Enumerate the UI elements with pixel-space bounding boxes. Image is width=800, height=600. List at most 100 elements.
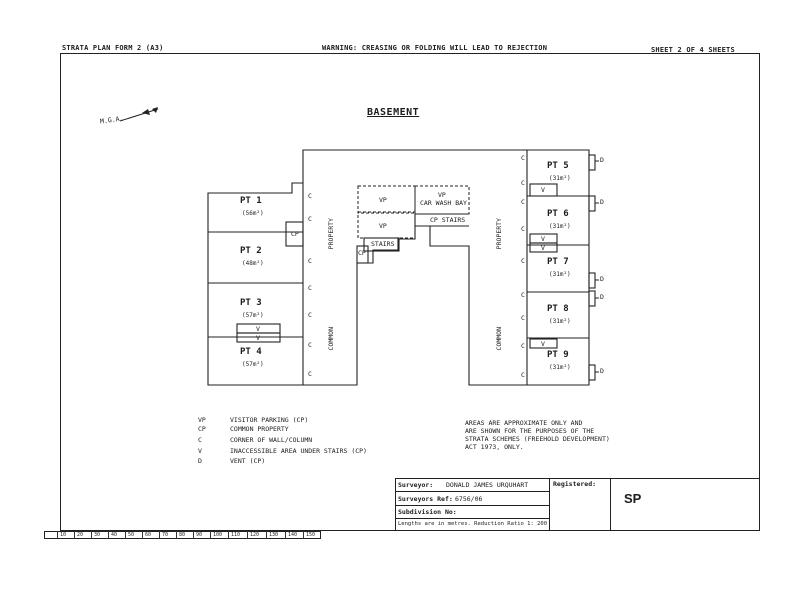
scale-ruler — [44, 531, 321, 539]
property-label-left: PROPERTY — [327, 218, 335, 250]
car-wash-bay-label: CAR WASH BAY — [420, 199, 467, 207]
ruler-tick: 60 — [142, 531, 151, 539]
legend-desc: COMMON PROPERTY — [230, 425, 289, 433]
ruler-tick: 130 — [266, 531, 278, 539]
v-label-pt3: V — [256, 325, 260, 333]
legend-key: V — [198, 447, 202, 455]
v-label-pt4: V — [256, 334, 260, 342]
ruler-tick: 100 — [210, 531, 222, 539]
lot-label-pt3: PT 3 — [240, 298, 262, 308]
vent-label-5: D — [600, 367, 604, 375]
sheet-label: SHEET 2 OF 4 SHEETS — [651, 46, 735, 54]
vent-label-4: D — [600, 293, 604, 301]
column-mark: C — [521, 198, 525, 206]
title-block-row — [395, 518, 550, 519]
ruler-tick: 140 — [285, 531, 297, 539]
lot-label-pt5: PT 5 — [547, 161, 569, 171]
ruler-tick: 40 — [108, 531, 117, 539]
common-label-left: COMMON — [327, 327, 335, 351]
vp-label-1: VP — [379, 196, 387, 204]
ruler-tick: 90 — [193, 531, 202, 539]
legend-desc: VISITOR PARKING (CP) — [230, 416, 309, 424]
ruler-tick: 120 — [247, 531, 259, 539]
v-label-pt6a: V — [541, 235, 545, 243]
v-label-pt6b: V — [541, 244, 545, 252]
ruler-tick: 110 — [228, 531, 240, 539]
column-mark: C — [521, 257, 525, 265]
column-mark: C — [308, 370, 312, 378]
column-mark: C — [308, 311, 312, 319]
lot-label-pt9: PT 9 — [547, 350, 569, 360]
lot-label-pt4: PT 4 — [240, 347, 262, 357]
column-mark: C — [308, 341, 312, 349]
vent-label-2: D — [600, 198, 604, 206]
stairs-label: STAIRS — [371, 240, 395, 248]
v-label-pt9: V — [541, 340, 545, 348]
vent-label-3: D — [600, 275, 604, 283]
vent-label-1: D — [600, 156, 604, 164]
legend-key: D — [198, 457, 202, 465]
legend-desc: VENT (CP) — [230, 457, 266, 465]
title-block-row — [395, 505, 550, 506]
lot-label-pt6: PT 6 — [547, 209, 569, 219]
property-label-right: PROPERTY — [495, 218, 503, 250]
common-label-right: COMMON — [495, 327, 503, 351]
title-block-row — [395, 491, 550, 492]
lot-area-pt9: (31m²) — [549, 364, 571, 371]
lot-area-pt5: (31m²) — [549, 175, 571, 182]
column-mark: C — [308, 257, 312, 265]
title-block-divider — [549, 478, 550, 531]
title-block-divider — [610, 478, 611, 531]
warning-text: WARNING: CREASING OR FOLDING WILL LEAD T… — [322, 44, 548, 52]
subdivision-label: Subdivision No: — [398, 508, 457, 516]
column-mark: C — [521, 179, 525, 187]
legend-desc: CORNER OF WALL/COLUMN — [230, 436, 313, 444]
v-label-pt5: V — [541, 186, 545, 194]
surveyor-label: Surveyor: — [398, 481, 434, 489]
legend-desc: INACCESSIBLE AREA UNDER STAIRS (CP) — [230, 447, 367, 455]
cp-label-stairs: CP — [358, 249, 366, 257]
legend-key: CP — [198, 425, 206, 433]
lot-area-pt7: (31m²) — [549, 271, 571, 278]
column-mark: C — [521, 371, 525, 379]
column-mark: C — [521, 291, 525, 299]
column-mark: C — [308, 215, 312, 223]
lot-label-pt1: PT 1 — [240, 196, 262, 206]
column-mark: C — [308, 284, 312, 292]
lot-area-pt6: (31m²) — [549, 223, 571, 230]
registered-label: Registered: — [553, 480, 597, 488]
column-mark: C — [521, 314, 525, 322]
ruler-tick: 80 — [176, 531, 185, 539]
ruler-tick: 20 — [74, 531, 83, 539]
lot-label-pt2: PT 2 — [240, 246, 262, 256]
lot-label-pt7: PT 7 — [547, 257, 569, 267]
ref-value: 6756/06 — [455, 495, 483, 503]
form-label: STRATA PLAN FORM 2 (A3) — [62, 44, 164, 52]
plan-title: BASEMENT — [367, 107, 420, 118]
vp-label-2: VP — [379, 222, 387, 230]
ruler-tick: 10 — [57, 531, 66, 539]
cp-label-left: CP — [291, 230, 299, 238]
column-mark: C — [521, 225, 525, 233]
ruler-tick: 30 — [91, 531, 100, 539]
cp-stairs-label: CP STAIRS — [430, 216, 466, 224]
sp-label: SP — [624, 491, 642, 506]
surveyor-value: DONALD JAMES URQUHART — [446, 481, 529, 489]
lot-area-pt3: (57m²) — [242, 312, 264, 319]
column-mark: C — [521, 342, 525, 350]
lot-label-pt8: PT 8 — [547, 304, 569, 314]
area-note-line4: ACT 1973, ONLY. — [465, 443, 524, 451]
title-block — [395, 478, 760, 531]
north-arrow-icon — [119, 107, 159, 122]
ref-label: Surveyors Ref: — [398, 495, 453, 503]
lengths-note: Lengths are in metres. Reduction Ratio 1… — [398, 521, 548, 527]
area-note-line1: AREAS ARE APPROXIMATE ONLY AND — [465, 419, 583, 427]
legend-key: VP — [198, 416, 206, 424]
lot-area-pt4: (57m²) — [242, 361, 264, 368]
ruler-tick: 150 — [303, 531, 315, 539]
lot-area-pt8: (31m²) — [549, 318, 571, 325]
ruler-tick: 70 — [159, 531, 168, 539]
area-note-line2: ARE SHOWN FOR THE PURPOSES OF THE — [465, 427, 595, 435]
vp-label-3: VP — [438, 191, 446, 199]
